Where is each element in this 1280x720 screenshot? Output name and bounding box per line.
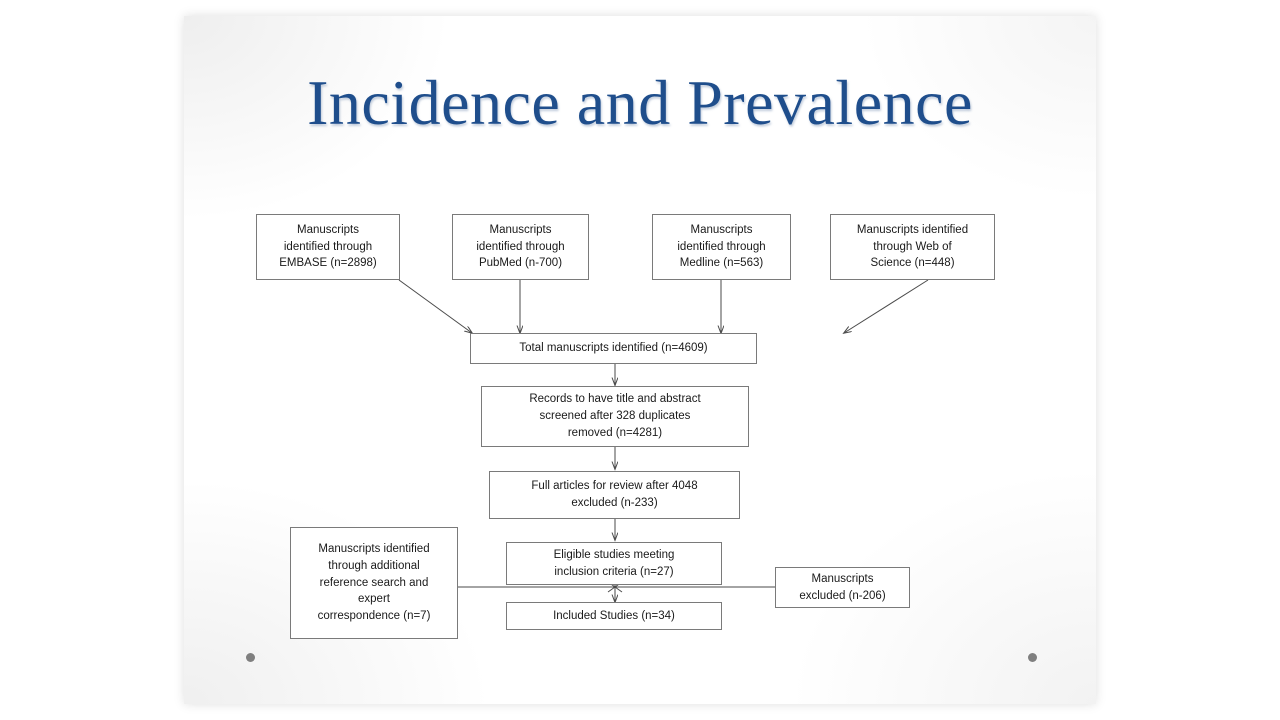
node-embase-line1: Manuscripts — [296, 223, 359, 236]
node-records-screened[interactable]: Records to have title and abstract scree… — [481, 386, 749, 447]
node-web-of-science[interactable]: Manuscripts identified through Web of Sc… — [830, 214, 995, 280]
node-total-manuscripts[interactable]: Total manuscripts identified (n=4609) — [470, 333, 757, 364]
node-manuscripts-excluded-line2: excluded (n-206) — [799, 589, 886, 602]
node-additional-manuscripts[interactable]: Manuscripts identified through additiona… — [290, 527, 458, 639]
node-medline-line1: Manuscripts — [690, 223, 753, 236]
node-pubmed-line3: PubMed (n-700) — [478, 257, 563, 270]
node-records-screened-line1: Records to have title and abstract — [529, 393, 701, 406]
node-medline-line2: identified through — [677, 240, 766, 253]
node-manuscripts-excluded-line1: Manuscripts — [811, 572, 874, 585]
presentation-slide: Incidence and Prevalence — [184, 16, 1096, 704]
node-additional-manuscripts-line1: Manuscripts identified — [318, 543, 430, 556]
decorative-dot-left — [246, 653, 255, 662]
node-records-screened-line3: removed (n=4281) — [567, 426, 663, 439]
node-total-manuscripts-line1: Total manuscripts identified (n=4609) — [519, 342, 708, 355]
node-records-screened-line2: screened after 328 duplicates — [539, 410, 691, 423]
node-medline-line3: Medline (n=563) — [679, 257, 764, 270]
node-eligible-studies-line1: Eligible studies meeting — [553, 548, 675, 561]
flow-connectors — [398, 279, 929, 704]
node-included-studies-line1: Included Studies (n=34) — [553, 609, 675, 622]
node-full-articles-line2: excluded (n-233) — [571, 497, 658, 509]
node-included-studies[interactable]: Included Studies (n=34) — [506, 602, 722, 630]
node-pubmed[interactable]: Manuscripts identified through PubMed (n… — [452, 214, 589, 280]
node-eligible-studies-line2: inclusion criteria (n=27) — [554, 565, 674, 578]
node-additional-manuscripts-line3: reference search and — [319, 576, 429, 589]
decorative-dot-right — [1028, 653, 1037, 662]
node-web-of-science-line2: through Web of — [873, 240, 952, 253]
node-additional-manuscripts-line2: through additional — [328, 559, 420, 572]
node-pubmed-line1: Manuscripts — [489, 223, 552, 236]
node-additional-manuscripts-line5: correspondence (n=7) — [317, 610, 431, 622]
node-full-articles-line1: Full articles for review after 4048 — [531, 480, 698, 493]
node-eligible-studies[interactable]: Eligible studies meeting inclusion crite… — [506, 542, 722, 585]
node-additional-manuscripts-line4: expert — [358, 593, 390, 606]
node-full-articles[interactable]: Full articles for review after 4048 excl… — [489, 471, 740, 519]
slide-title: Incidence and Prevalence — [307, 67, 973, 138]
node-embase-line2: identified through — [283, 240, 373, 253]
node-embase[interactable]: Manuscripts identified through EMBASE (n… — [256, 214, 400, 280]
node-web-of-science-line1: Manuscripts identified — [856, 223, 969, 236]
node-embase-line3: EMBASE (n=2898) — [279, 257, 377, 270]
prisma-flow-chart: Manuscripts identified through EMBASE (n… — [184, 16, 1096, 704]
node-medline[interactable]: Manuscripts identified through Medline (… — [652, 214, 791, 280]
node-web-of-science-line3: Science (n=448) — [870, 257, 955, 270]
node-manuscripts-excluded[interactable]: Manuscripts excluded (n-206) — [775, 567, 910, 608]
node-pubmed-line2: identified through — [476, 240, 565, 253]
